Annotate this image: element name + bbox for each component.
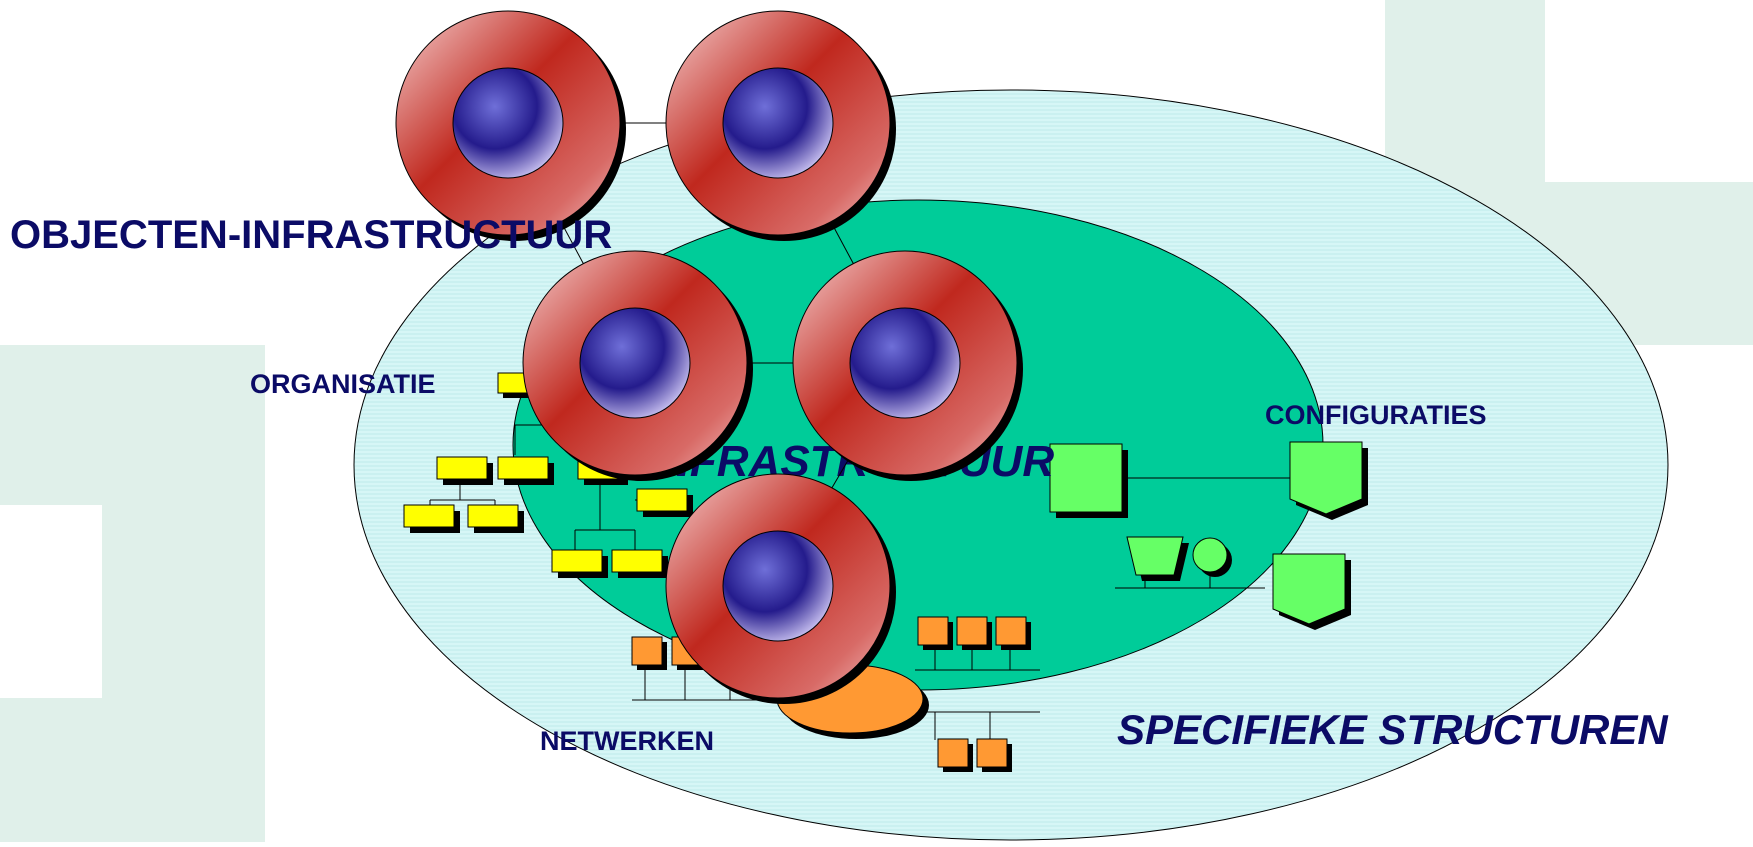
configuraties-label: CONFIGURATIES	[1265, 400, 1487, 430]
object-node-4	[792, 250, 1023, 481]
object-node-5	[665, 473, 896, 704]
objecten-infrastructuur-label: OBJECTEN-INFRASTRUCTUUR	[10, 213, 612, 257]
specifieke-structuren-label: SPECIFIEKE STRUCTUREN	[1117, 706, 1669, 753]
object-node-1	[395, 10, 626, 241]
object-node-3	[522, 250, 753, 481]
object-node-2	[665, 10, 896, 241]
netwerken-label: NETWERKEN	[540, 726, 714, 756]
configuraties-shapes	[1049, 441, 1368, 630]
organisatie-label: ORGANISATIE	[250, 369, 436, 399]
